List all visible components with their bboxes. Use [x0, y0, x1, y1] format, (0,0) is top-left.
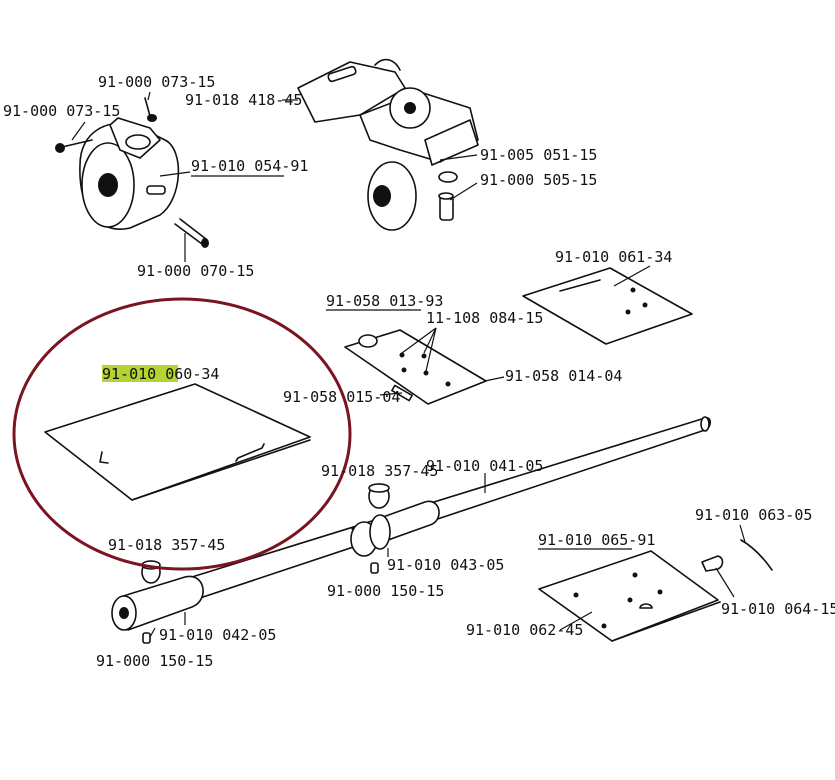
label-gear-screw: 91-000 505-15	[480, 171, 597, 189]
label-collar-upper: 91-018 357-45	[321, 462, 438, 480]
label-feed-bar-body: 91-018 418-45	[185, 91, 302, 109]
label-highlighted-prefix: 91-010 060	[102, 365, 192, 383]
bracket-screw-bottom-part	[174, 218, 209, 248]
label-plate-assembly: 91-010 065-91	[538, 531, 655, 549]
bottom-plate-part	[538, 550, 721, 642]
label-highlight	[102, 365, 178, 382]
feed-bar-body-part	[297, 58, 479, 231]
label-shaft-end: 91-010 042-05	[159, 626, 276, 644]
label-gear-washer: 91-005 051-15	[480, 146, 597, 164]
gear-washer-part	[438, 171, 458, 183]
label-shaft-end-screw: 91-000 150-15	[96, 652, 213, 670]
label-crank-screw: 91-000 150-15	[327, 582, 444, 600]
label-bracket-assembly: 91-058 013-93	[326, 292, 443, 310]
bracket-screw-left-part	[55, 139, 93, 153]
shaft-end-screw-part	[142, 632, 151, 644]
crank-screw-part	[370, 562, 379, 574]
label-bracket-screw-bottom: 91-000 070-15	[137, 262, 254, 280]
leader-lines	[71, 91, 746, 638]
highlight-circle	[12, 297, 352, 571]
collar-upper-part	[368, 483, 390, 509]
plate-top-right-part	[522, 267, 693, 345]
gear-screw-part	[438, 192, 454, 221]
spring-part	[740, 539, 773, 571]
assembly-underlines	[191, 175, 632, 550]
label-bracket-screw-left: 91-000 073-15	[3, 102, 120, 120]
crank-part	[350, 500, 440, 557]
label-bracket-spacer: 91-058 015-04	[283, 388, 400, 406]
label-bracket-screws: 11-108 084-15	[426, 309, 543, 327]
label-clip: 91-010 064-15	[721, 600, 835, 618]
shaft-end-part	[111, 575, 204, 631]
label-highlighted-part: 91-010 060-34	[102, 365, 219, 383]
label-spring: 91-010 063-05	[695, 506, 812, 524]
clip-part	[701, 555, 724, 572]
highlighted-plate-part	[44, 383, 311, 501]
label-bottom-plate: 91-010 062-45	[466, 621, 583, 639]
label-highlighted-suffix: -34	[192, 365, 219, 383]
label-collar-lower: 91-018 357-45	[108, 536, 225, 554]
label-crank: 91-010 043-05	[387, 556, 504, 574]
label-bracket-screw-top: 91-000 073-15	[98, 73, 215, 91]
label-shaft: 91-010 041-05	[426, 457, 543, 475]
bracket-screw-top-part	[144, 97, 157, 122]
label-plate-top-right: 91-010 061-34	[555, 248, 672, 266]
label-feed-cam-housing: 91-010 054-91	[191, 157, 308, 175]
label-bracket-plate: 91-058 014-04	[505, 367, 622, 385]
cam-housing-part	[79, 117, 180, 230]
